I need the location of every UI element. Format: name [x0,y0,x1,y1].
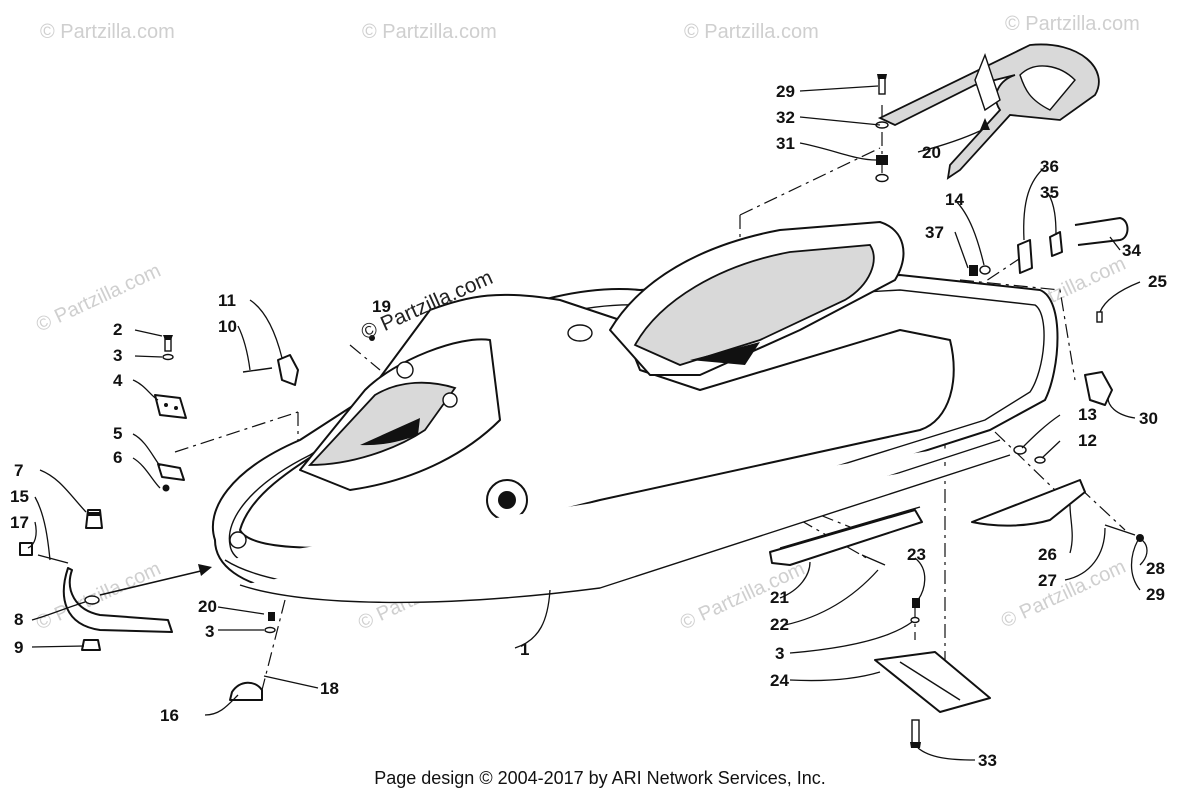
callout-31: 31 [776,134,795,153]
callout-36: 36 [1040,157,1059,176]
watermark: © Partzilla.com [362,21,497,43]
hardware [19,74,1144,748]
seat-cowl [877,43,1100,180]
callout-37: 37 [925,223,944,242]
watermark: © Partzilla.com [1005,13,1140,35]
callout-19: 19 [372,297,391,316]
callout-35: 35 [1040,183,1059,202]
callout-32: 32 [776,108,795,127]
callout-20: 20 [198,597,217,616]
callout-23: 23 [907,545,926,564]
callout-labels: 1 2 3 3 3 4 5 6 7 8 9 10 11 12 13 14 15 … [10,82,1167,770]
callout-28: 28 [1146,559,1165,578]
callout-17: 17 [10,513,29,532]
callout-6: 6 [113,448,122,467]
callout-34: 34 [1122,241,1141,260]
callout-7: 7 [14,461,23,480]
callout-14: 14 [945,190,964,209]
callout-29: 29 [1146,585,1165,604]
callout-22: 22 [770,615,789,634]
callout-3: 3 [775,644,784,663]
arrow-icon [99,569,206,596]
callout-3: 3 [113,346,122,365]
callout-21: 21 [770,588,789,607]
callout-1: 1 [520,640,529,659]
callout-9: 9 [14,638,23,657]
callout-30: 30 [1139,409,1158,428]
callout-3: 3 [205,622,214,641]
callout-8: 8 [14,610,23,629]
hull-body [211,221,1059,604]
leader-lines [27,85,1148,761]
callout-10: 10 [218,317,237,336]
callout-29: 29 [776,82,795,101]
callout-2: 2 [113,320,122,339]
callout-26: 26 [1038,545,1057,564]
callout-5: 5 [113,424,122,443]
callout-20: 20 [922,143,941,162]
callout-11: 11 [218,291,236,310]
callout-15: 15 [10,487,29,506]
watermark: © Partzilla.com [684,21,819,43]
callout-18: 18 [320,679,339,698]
callout-16: 16 [160,706,179,725]
watermark: © Partzilla.com [33,260,164,337]
callout-12: 12 [1078,431,1097,450]
callout-13: 13 [1078,405,1097,424]
arrow-head-icon [198,564,212,576]
callout-4: 4 [113,371,123,390]
callout-25: 25 [1148,272,1167,291]
callout-27: 27 [1038,571,1057,590]
footer-copyright: Page design © 2004-2017 by ARI Network S… [374,768,826,788]
callout-33: 33 [978,751,997,770]
watermark: © Partzilla.com [40,21,175,43]
watermark: © Partzilla.com [998,556,1129,633]
callout-24: 24 [770,671,789,690]
